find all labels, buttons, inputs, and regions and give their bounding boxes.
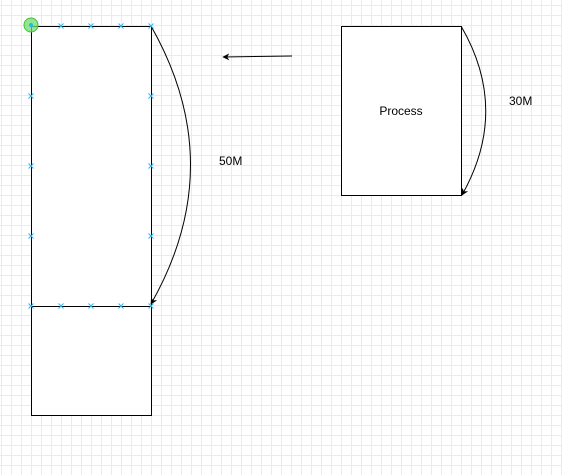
memory-block-upper[interactable] — [31, 26, 152, 307]
connection-handle[interactable] — [28, 303, 34, 309]
connection-handle[interactable] — [148, 163, 154, 169]
selection-handles[interactable] — [28, 23, 154, 309]
process-block[interactable] — [341, 26, 462, 196]
connection-handle[interactable] — [88, 303, 94, 309]
connection-handle[interactable] — [148, 23, 154, 29]
curved-arrow-50m[interactable] — [150, 25, 191, 305]
memory-block-lower[interactable] — [31, 306, 152, 416]
connection-handle[interactable] — [28, 233, 34, 239]
move-arrow[interactable] — [222, 53, 293, 61]
connection-handle[interactable] — [28, 93, 34, 99]
connection-handle[interactable] — [118, 303, 124, 309]
connection-handle[interactable] — [58, 303, 64, 309]
connection-handle[interactable] — [118, 23, 124, 29]
connection-handle[interactable] — [148, 93, 154, 99]
connection-handle[interactable] — [88, 23, 94, 29]
connection-handle[interactable] — [58, 23, 64, 29]
connection-handle[interactable] — [148, 233, 154, 239]
anchor-point-center — [29, 23, 33, 27]
connection-handle[interactable] — [148, 303, 154, 309]
connection-handle[interactable] — [28, 163, 34, 169]
edge-label-30m: 30M — [509, 94, 532, 108]
curved-arrow-30m[interactable] — [460, 25, 487, 196]
process-label: Process — [379, 104, 422, 118]
edge-label-50m: 50M — [219, 154, 242, 168]
